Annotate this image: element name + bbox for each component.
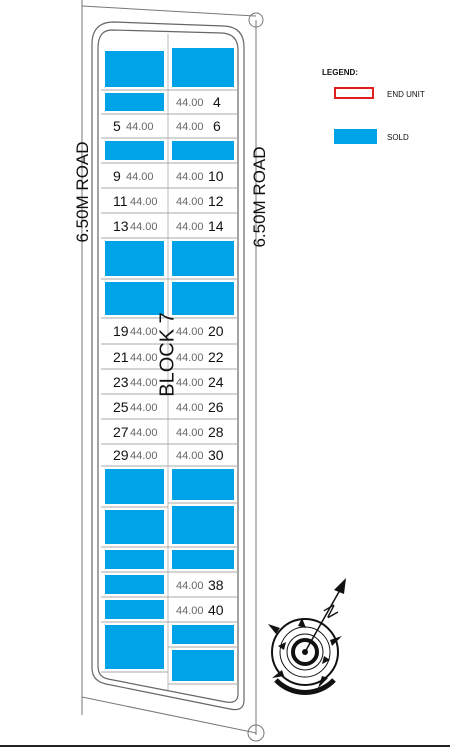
lot-number[interactable]: 22 [208, 348, 224, 365]
lot-divider-lines [101, 89, 238, 685]
lot-area: 44.00 [126, 170, 154, 183]
lot-number[interactable]: 26 [208, 398, 224, 415]
legend-title: LEGEND: [322, 68, 358, 77]
lot-area: 44.00 [176, 579, 204, 592]
north-label: N [319, 602, 342, 622]
lot-number[interactable]: 21 [113, 348, 129, 365]
lot-number[interactable]: 27 [113, 423, 129, 440]
right-road-label: 6.50M ROAD [250, 146, 269, 248]
block-outline-outer [91, 21, 245, 711]
lot-number[interactable]: 28 [208, 423, 224, 440]
lot-number[interactable]: 19 [113, 323, 129, 339]
lot-number[interactable]: 20 [208, 323, 224, 339]
lot-area: 44.00 [126, 121, 154, 133]
sold-lots [105, 48, 234, 681]
lot-number[interactable]: 5 [113, 118, 121, 134]
lot-area: 44.00 [130, 376, 158, 389]
lot-area: 44.00 [176, 401, 204, 414]
survey-marker-top [248, 12, 264, 28]
lot-number[interactable]: 38 [208, 576, 224, 593]
lot-number[interactable]: 10 [208, 167, 224, 184]
sold-lot-right-16[interactable] [172, 506, 234, 544]
sold-lot-left-17[interactable] [105, 550, 164, 569]
lot-area: 44.00 [176, 220, 204, 233]
sold-lot-left-1[interactable] [105, 93, 164, 111]
sold-swatch [334, 129, 377, 144]
lot-area: 44.00 [130, 426, 158, 439]
top-road-line [81, 5, 257, 17]
lot-area: 44.00 [130, 450, 158, 462]
end-unit-swatch [334, 87, 374, 99]
lot-number[interactable]: 29 [113, 447, 129, 463]
block-label: BLOCK 7 [156, 312, 179, 397]
lot-number[interactable]: 6 [213, 118, 221, 134]
sold-lot-left-15[interactable] [105, 469, 164, 504]
sold-lot-left-20[interactable] [105, 625, 164, 669]
sold-lot-right-7[interactable] [172, 241, 234, 276]
sold-lot-right-0[interactable] [172, 48, 234, 87]
left-road-label: 6.50M ROAD [73, 141, 92, 243]
legend-end-unit-label: END UNIT [387, 90, 425, 99]
lot-number[interactable]: 30 [208, 447, 224, 463]
lot-area: 44.00 [130, 351, 158, 364]
sold-lot-right-20[interactable] [172, 625, 234, 644]
lot-number[interactable]: 40 [208, 601, 224, 618]
sold-lot-left-0[interactable] [105, 51, 164, 87]
lot-area: 44.00 [176, 376, 204, 389]
lot-number[interactable]: 4 [213, 94, 221, 110]
lot-area: 44.00 [130, 220, 158, 233]
sold-lot-left-8[interactable] [105, 282, 164, 315]
sold-lot-right-8[interactable] [172, 282, 234, 315]
lot-area: 44.00 [176, 604, 204, 617]
lot-number[interactable]: 13 [113, 217, 129, 234]
lot-number[interactable]: 25 [113, 398, 129, 415]
lot-area: 44.00 [176, 326, 204, 338]
lot-area: 44.00 [176, 351, 204, 364]
lot-area: 44.00 [176, 170, 204, 183]
lot-area: 44.00 [130, 195, 158, 208]
legend-sold-label: SOLD [387, 133, 409, 142]
lot-number[interactable]: 12 [208, 192, 224, 209]
lot-area: 44.00 [176, 426, 204, 439]
sold-lot-right-21[interactable] [172, 650, 234, 681]
sold-lot-right-17[interactable] [172, 550, 234, 569]
north-compass-icon: N [268, 578, 346, 695]
lot-area: 44.00 [130, 326, 158, 338]
lot-number[interactable]: 9 [113, 167, 121, 184]
sold-lot-right-15[interactable] [172, 469, 234, 500]
lot-area: 44.00 [176, 450, 204, 462]
sold-lot-left-7[interactable] [105, 241, 164, 276]
lot-number[interactable]: 11 [113, 192, 128, 209]
lot-number[interactable]: 23 [113, 373, 129, 390]
lot-area: 44.00 [176, 195, 204, 208]
survey-marker-bottom [247, 724, 265, 742]
block-outline-inner [97, 29, 239, 703]
sold-lot-left-16[interactable] [105, 510, 164, 544]
lot-area: 44.00 [130, 401, 158, 414]
sold-lot-left-3[interactable] [105, 141, 164, 160]
sold-lot-left-18[interactable] [105, 575, 164, 594]
bottom-road-line [81, 696, 257, 734]
lot-number[interactable]: 24 [208, 373, 224, 390]
sold-lot-right-3[interactable] [172, 141, 234, 160]
lot-area: 44.00 [176, 97, 204, 109]
lot-number[interactable]: 14 [208, 217, 224, 234]
lot-area: 44.00 [176, 121, 204, 133]
sold-lot-left-19[interactable] [105, 600, 164, 619]
